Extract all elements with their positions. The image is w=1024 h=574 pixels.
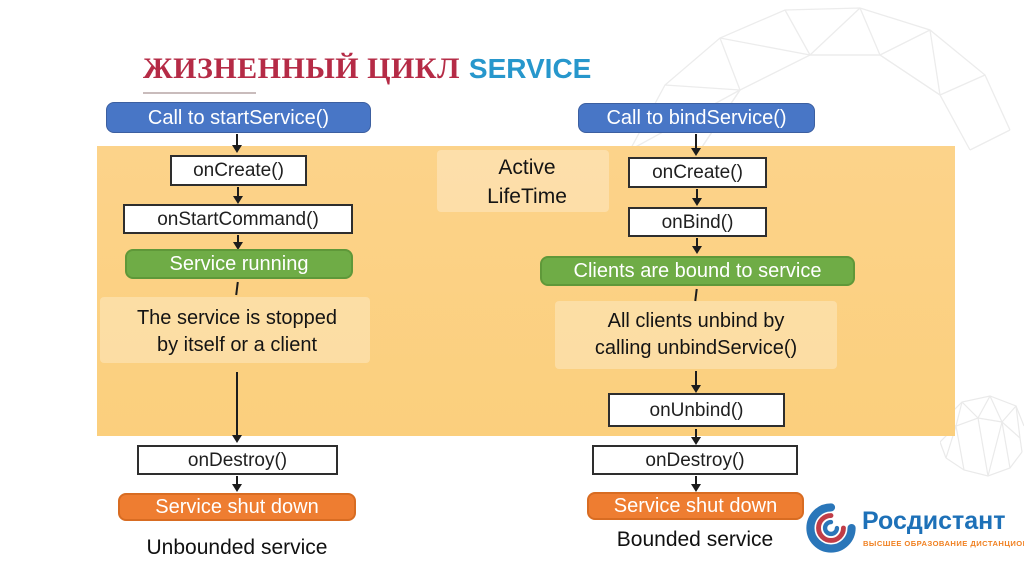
right-oncreate-label: onCreate() <box>652 162 743 183</box>
left-running-label: Service running <box>169 253 309 275</box>
right-ondestroy-box: onDestroy() <box>592 445 798 475</box>
highlight-right-note <box>555 301 837 369</box>
flow-arrow <box>237 235 239 243</box>
right-start-box: Call to bindService() <box>578 103 815 133</box>
highlight-left-note <box>100 297 370 363</box>
globe-swirl-icon <box>806 503 856 553</box>
page-title-russian: ЖИЗНЕННЫЙ ЦИКЛ <box>143 52 460 85</box>
left-start-box: Call to startService() <box>106 102 371 133</box>
right-stop-note-line1: All clients unbind by <box>607 310 785 332</box>
flow-arrow <box>236 134 238 146</box>
flow-arrow <box>695 134 697 149</box>
logo-tagline: ВЫСШЕЕ ОБРАЗОВАНИЕ ДИСТАНЦИОННО <box>863 539 1024 548</box>
active-lifetime-line1: Active <box>498 156 556 179</box>
title-underline <box>143 92 256 94</box>
left-start-label: Call to startService() <box>147 106 330 129</box>
flow-arrow <box>696 189 698 199</box>
logo-name: Росдистант <box>862 507 1006 535</box>
left-stop-note: The service is stopped by itself or a cl… <box>102 305 372 359</box>
highlight-active-lifetime <box>437 150 609 212</box>
active-lifetime-label: Active LifeTime <box>447 153 607 211</box>
right-shutdown-label: Service shut down <box>613 495 778 517</box>
right-running-label: Clients are bound to service <box>573 260 822 282</box>
left-running-box: Service running <box>125 249 353 279</box>
rosdistant-logo: Росдистант ВЫСШЕЕ ОБРАЗОВАНИЕ ДИСТАНЦИОН… <box>805 500 1024 562</box>
flow-arrow <box>236 372 238 436</box>
left-ondestroy-box: onDestroy() <box>137 445 338 475</box>
right-stop-note: All clients unbind by calling unbindServ… <box>560 308 832 362</box>
right-ondestroy-label: onDestroy() <box>645 449 745 471</box>
right-oncreate-box: onCreate() <box>628 157 767 188</box>
active-lifetime-line2: LifeTime <box>487 185 567 208</box>
left-oncreate-box: onCreate() <box>170 155 307 186</box>
flow-arrow <box>696 238 698 247</box>
flow-arrow <box>237 187 239 197</box>
left-shutdown-label: Service shut down <box>155 496 319 518</box>
mesh-dome-decoration <box>629 7 1011 151</box>
page-title: ЖИЗНЕННЫЙ ЦИКЛ SERVICE <box>143 52 591 86</box>
right-onunbind-label: onUnbind() <box>649 399 744 421</box>
right-running-box: Clients are bound to service <box>540 256 855 286</box>
left-onstartcommand-box: onStartCommand() <box>123 204 353 234</box>
left-oncreate-label: onCreate() <box>193 160 284 181</box>
right-start-label: Call to bindService() <box>606 107 787 129</box>
right-shutdown-box: Service shut down <box>587 492 804 520</box>
page-title-accent: SERVICE <box>468 53 592 84</box>
flow-arrow <box>695 476 697 485</box>
flow-arrow <box>695 371 697 386</box>
left-shutdown-box: Service shut down <box>118 493 356 521</box>
right-onbind-label: onBind() <box>661 211 734 233</box>
right-flow-caption: Bounded service <box>616 528 774 551</box>
right-stop-note-line2: calling unbindService() <box>594 337 798 359</box>
left-stop-note-line2: by itself or a client <box>156 334 318 356</box>
right-onunbind-box: onUnbind() <box>608 393 785 427</box>
flow-arrow <box>695 429 697 438</box>
left-onstartcommand-label: onStartCommand() <box>157 208 319 230</box>
right-onbind-box: onBind() <box>628 207 767 237</box>
left-ondestroy-label: onDestroy() <box>187 449 288 471</box>
flow-arrow <box>236 476 238 485</box>
active-lifetime-panel <box>97 146 955 436</box>
left-stop-note-line1: The service is stopped <box>136 307 338 329</box>
left-flow-caption: Unbounded service <box>146 536 328 559</box>
